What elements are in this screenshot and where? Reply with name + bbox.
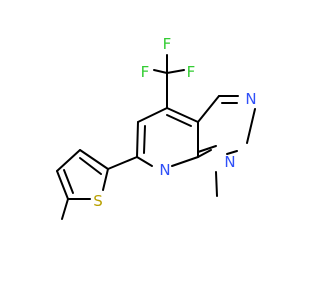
trifluoromethyl-group — [153, 54, 185, 109]
thiophene-ring — [56, 149, 109, 220]
pyridine-ring — [136, 107, 199, 167]
fluorine-atom-left: F — [141, 63, 150, 81]
pyrazole-ring — [197, 95, 256, 197]
sulfur-atom: S — [93, 192, 103, 210]
methyl-nitrogen-atom: N — [224, 153, 235, 171]
pyridine-nitrogen-atom: N — [159, 161, 170, 179]
molecule-structure: F F F N N N S — [56, 35, 257, 220]
pyrazole-nitrogen-atom: N — [245, 90, 256, 108]
fluorine-atom-right: F — [187, 63, 196, 81]
aryl-link-bond — [107, 156, 138, 170]
fluorine-atom-top: F — [163, 35, 172, 53]
